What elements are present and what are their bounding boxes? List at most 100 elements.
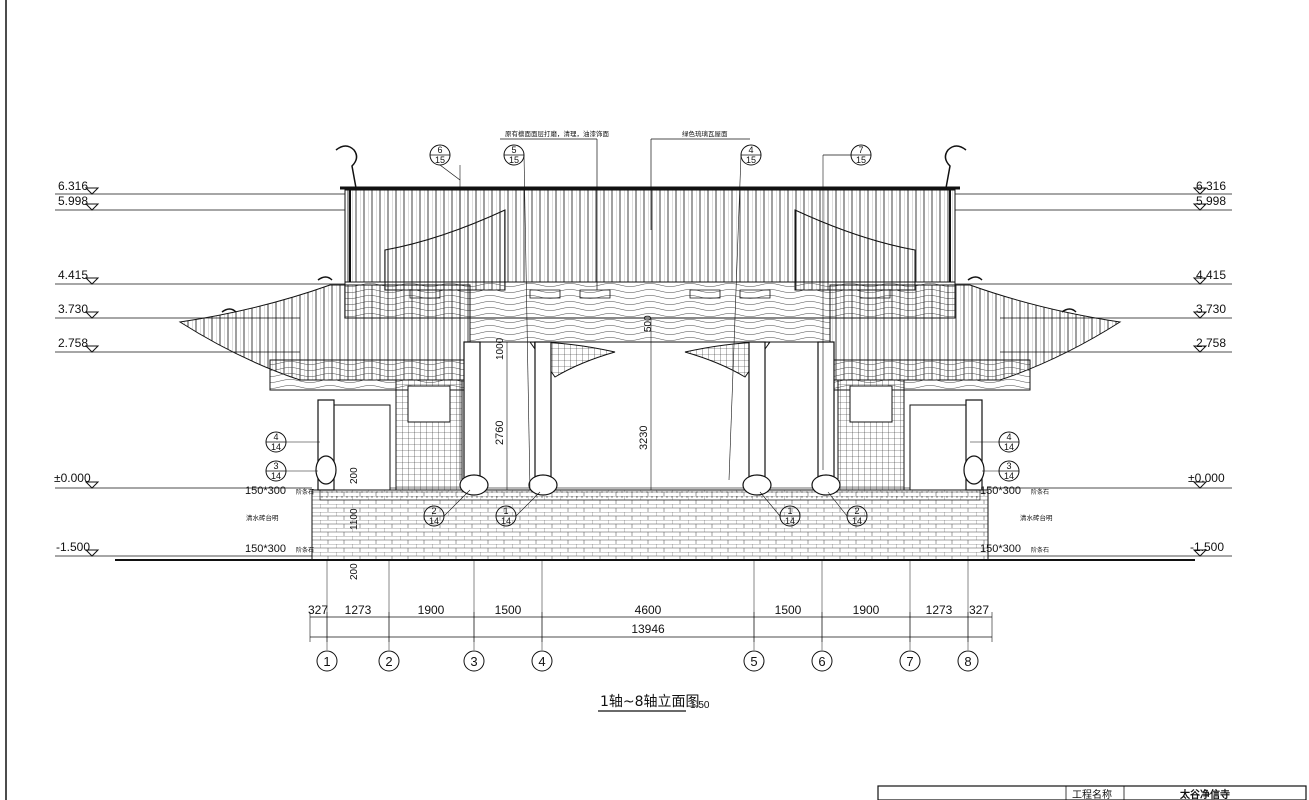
elevation-markers-left: 6.316 5.998 4.415 3.730 2.758 ±0.000	[54, 179, 345, 557]
project-label: 工程名称	[1072, 788, 1112, 800]
height-dimension: 3230	[638, 426, 650, 450]
detail-callout: 4 15	[728, 144, 762, 481]
elevation-label: -1.500	[56, 540, 90, 554]
svg-text:14: 14	[501, 516, 511, 526]
elevation-marker: ±0.000	[54, 471, 312, 489]
detail-callouts-base: 2 14 1 14 1 14 2 14	[423, 489, 868, 527]
svg-text:15: 15	[435, 155, 445, 165]
axis-label: 1	[323, 654, 330, 669]
stone-tag-top-left: 阶条石	[296, 488, 314, 496]
elevation-marker: 4.415	[55, 268, 345, 285]
axis-bubble	[957, 650, 979, 672]
stone-tag-bottom-right: 阶条石	[1031, 546, 1049, 554]
svg-text:7: 7	[858, 145, 863, 155]
svg-text:6: 6	[437, 145, 442, 155]
detail-callout: 1 14	[495, 491, 541, 527]
drawing-title-block: 1轴~8轴立面图 1:50	[598, 694, 710, 712]
elevation-marker: 6.316	[955, 179, 1232, 195]
svg-text:14: 14	[1004, 442, 1014, 452]
svg-text:3: 3	[273, 461, 278, 471]
svg-text:4: 4	[748, 145, 753, 155]
inner-roof-right	[794, 209, 916, 291]
svg-text:4: 4	[1006, 432, 1011, 442]
brick-platform	[311, 489, 989, 561]
axis-label: 4	[538, 654, 545, 669]
axis-bubble	[899, 650, 921, 672]
elevation-label: ±0.000	[1188, 471, 1225, 485]
stone-tag-top-right: 阶条石	[1031, 488, 1049, 496]
platform-note-right: 清水砖台明	[1020, 513, 1053, 522]
elevation-label: 6.316	[58, 179, 88, 193]
elevation-label: 5.998	[58, 194, 88, 208]
stone-label-top-right: 150*300	[980, 485, 1021, 497]
total-width-dimension: 13946	[631, 622, 665, 636]
elevation-label: ±0.000	[54, 471, 91, 485]
lower-roof-right	[829, 284, 1122, 381]
axis-label: 2	[385, 654, 392, 669]
stone-tag-bottom-left: 阶条石	[296, 546, 314, 554]
drawing-scale: 1:50	[690, 700, 710, 711]
axis-label: 8	[964, 654, 971, 669]
height-dimension: 1000	[495, 337, 506, 360]
axis-bubble	[378, 650, 400, 672]
columns	[317, 341, 983, 491]
detail-callouts-side: 4 14 3 14 4 14 3 14	[265, 431, 1020, 482]
detail-callout: 7 15	[822, 144, 872, 470]
detail-callout: 3 14	[265, 460, 318, 482]
segment-dimension: 1273	[926, 603, 953, 617]
svg-text:3: 3	[1006, 461, 1011, 471]
detail-callout: 4 14	[265, 431, 320, 453]
svg-text:14: 14	[429, 516, 439, 526]
svg-text:14: 14	[271, 442, 281, 452]
axis-label: 7	[906, 654, 913, 669]
elevation-label: 2.758	[1196, 336, 1226, 350]
height-dimension: 200	[349, 563, 360, 580]
svg-text:14: 14	[852, 516, 862, 526]
elevation-label: 4.415	[1196, 268, 1226, 282]
elevation-marker: 6.316	[55, 179, 345, 195]
svg-text:5: 5	[511, 145, 516, 155]
height-dimension: 1100	[349, 508, 360, 530]
elevation-label: 3.730	[58, 302, 88, 316]
vertical-dimensions: 2760 3230 1000 200 1100 200 500	[349, 315, 654, 580]
svg-text:15: 15	[856, 155, 866, 165]
elevation-marker: 4.415	[955, 268, 1232, 285]
segment-dimension: 1500	[775, 603, 802, 617]
segment-dimension: 327	[969, 603, 989, 617]
elevation-label: 6.316	[1196, 179, 1226, 193]
svg-text:14: 14	[271, 471, 281, 481]
lower-roof-left	[178, 284, 471, 381]
svg-text:4: 4	[273, 432, 278, 442]
svg-text:1: 1	[787, 506, 792, 516]
detail-callout: 2 14	[827, 491, 868, 527]
height-dimension: 200	[349, 467, 360, 484]
detail-callout: 1 14	[759, 491, 801, 527]
elevation-label: 3.730	[1196, 302, 1226, 316]
axis-label: 5	[750, 654, 757, 669]
drawing-title: 1轴~8轴立面图	[600, 694, 700, 710]
svg-text:2: 2	[854, 506, 859, 516]
title-block: 工程名称 太谷净信寺	[877, 785, 1307, 800]
stone-label-bottom-left: 150*300	[245, 543, 286, 555]
elevation-label: 5.998	[1196, 194, 1226, 208]
elevation-label: 4.415	[58, 268, 88, 282]
axis-bubble	[811, 650, 833, 672]
detail-callout: 5 15	[503, 144, 531, 491]
building-elevation	[115, 145, 1195, 561]
elevation-marker: -1.500	[55, 540, 312, 557]
ridge-ornament-left	[335, 145, 358, 189]
side-door-right	[909, 404, 971, 491]
axis-label: 6	[818, 654, 825, 669]
svg-text:14: 14	[785, 516, 795, 526]
elevation-markers-right: 6.316 5.998 4.415 3.730 2.758 ±0.000	[955, 179, 1232, 557]
segment-dimension: 327	[308, 603, 328, 617]
height-dimension: 2760	[494, 421, 506, 445]
axis-bubble	[463, 650, 485, 672]
elevation-marker: ±0.000	[988, 471, 1232, 489]
elevation-marker: -1.500	[988, 540, 1232, 557]
svg-text:15: 15	[509, 155, 519, 165]
elevation-marker: 3.730	[55, 302, 300, 319]
detail-callout: 6 15	[429, 144, 461, 480]
